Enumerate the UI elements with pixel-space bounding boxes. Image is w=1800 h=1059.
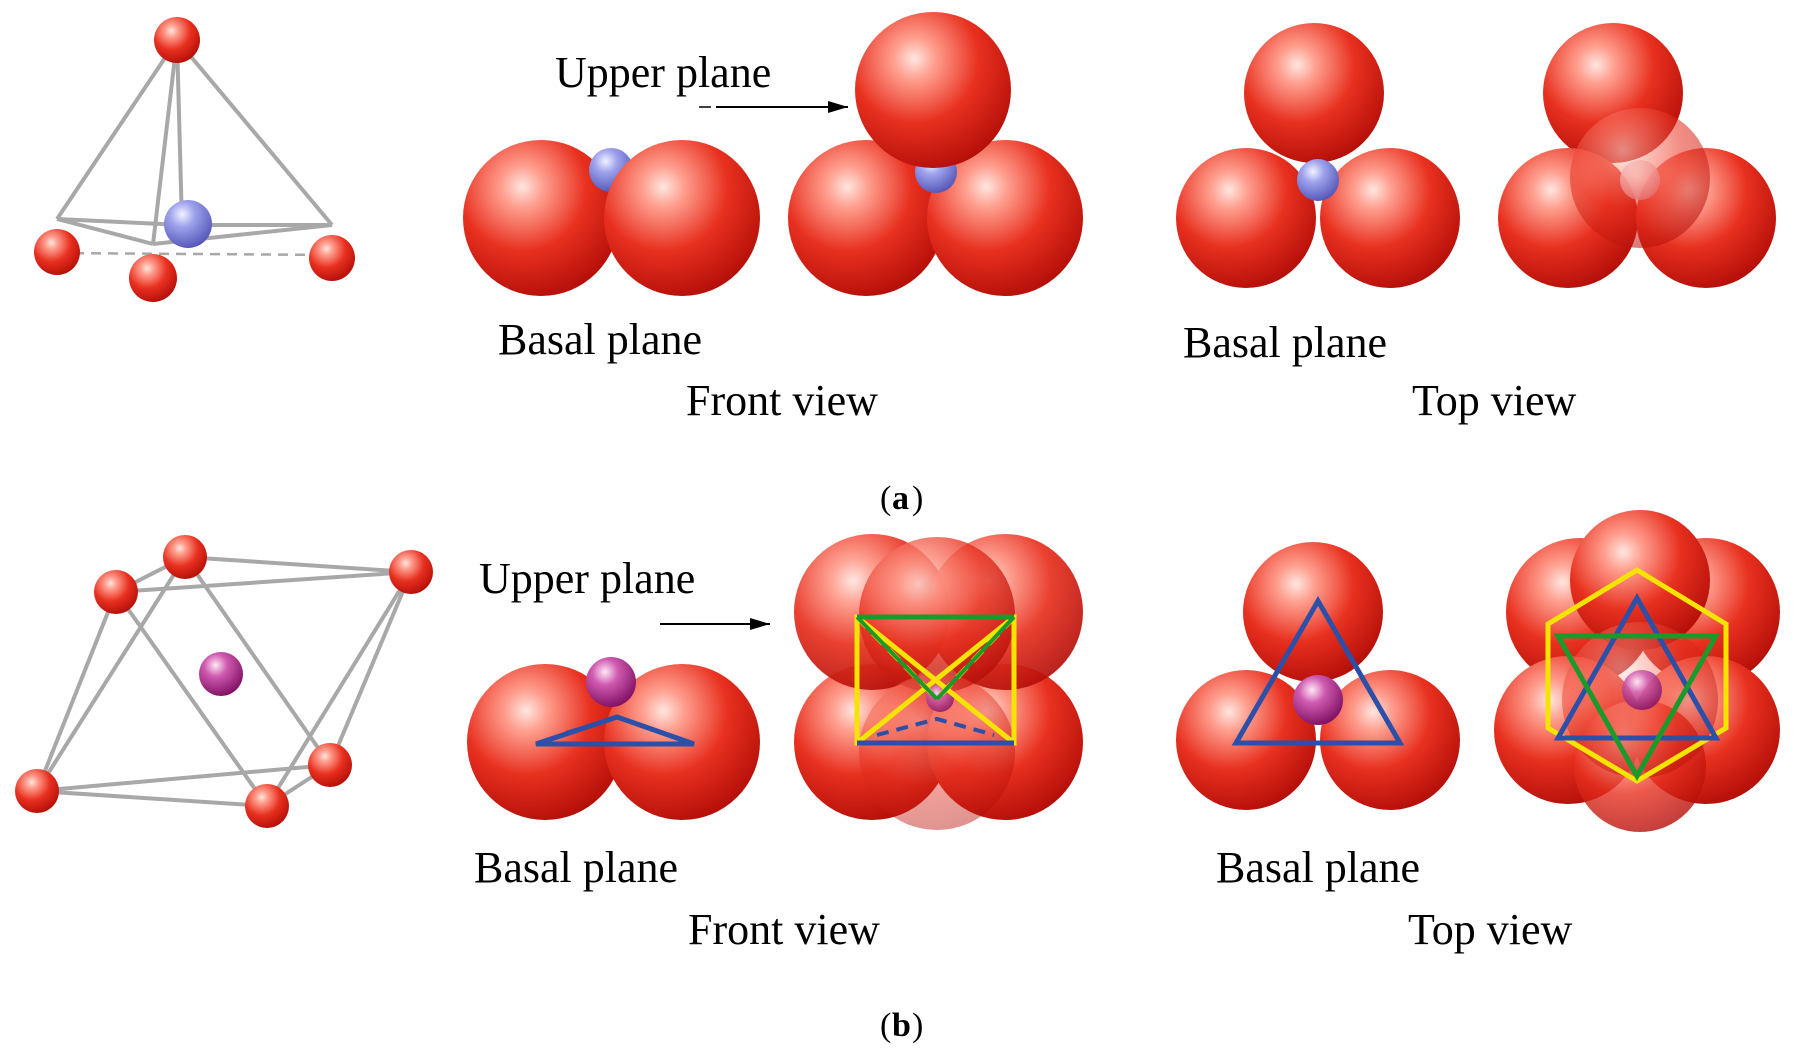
tetrahedral-site-atom: [164, 200, 212, 248]
basal-plane-front-label-a: Basal plane: [498, 315, 702, 364]
caption-letter-b: b: [892, 1007, 911, 1044]
host-atom: [34, 229, 80, 275]
basal-plane-top-label-b: Basal plane: [1216, 843, 1420, 892]
host-atom: [245, 784, 289, 828]
octahedral-site-atom: [199, 652, 243, 696]
lower-triangle: [1553, 592, 1721, 741]
basal-plane-front-label-b: Basal plane: [474, 843, 678, 892]
upper-triangle: [1553, 633, 1721, 782]
top-view-basal-plane-a: [1176, 23, 1460, 288]
front-view-label-b: Front view: [688, 905, 880, 954]
upper-plane-label-b: Upper plane: [479, 554, 695, 603]
octahedron-model: [15, 535, 433, 828]
top-view-with-upper-plane-a: [1498, 23, 1776, 288]
host-atom: [15, 769, 59, 813]
basal-plane-top-label-a: Basal plane: [1183, 318, 1387, 367]
top-view-label-b: Top view: [1408, 905, 1573, 954]
host-atom: [308, 743, 352, 787]
top-view-with-upper-plane-b: [1494, 510, 1780, 832]
host-atom: [94, 570, 138, 614]
panel-caption-a: ( a ): [880, 480, 923, 517]
svg-text:(: (: [880, 1007, 891, 1044]
svg-text:): ): [912, 480, 923, 517]
upper-plane-label-a: Upper plane: [555, 48, 771, 97]
front-view-basal-plane-b: [467, 657, 760, 820]
host-atom: [129, 254, 177, 302]
svg-text:): ): [912, 1007, 923, 1044]
host-atom: [309, 235, 355, 281]
svg-text:(: (: [880, 480, 891, 517]
front-view-basal-plane-a: [463, 140, 760, 296]
top-view-basal-plane-b: [1176, 542, 1460, 810]
host-atom: [154, 17, 200, 63]
top-view-label-a: Top view: [1412, 376, 1577, 425]
caption-letter-a: a: [892, 480, 909, 517]
tetrahedron-model: [34, 17, 355, 302]
front-view-with-upper-plane-a: [788, 12, 1083, 296]
panel-caption-b: ( b ): [880, 1007, 923, 1044]
basal-triangle: [1231, 596, 1405, 746]
host-atom: [163, 535, 207, 579]
host-atom: [389, 550, 433, 594]
front-view-with-upper-plane-b: [794, 534, 1083, 830]
front-view-label-a: Front view: [686, 376, 878, 425]
